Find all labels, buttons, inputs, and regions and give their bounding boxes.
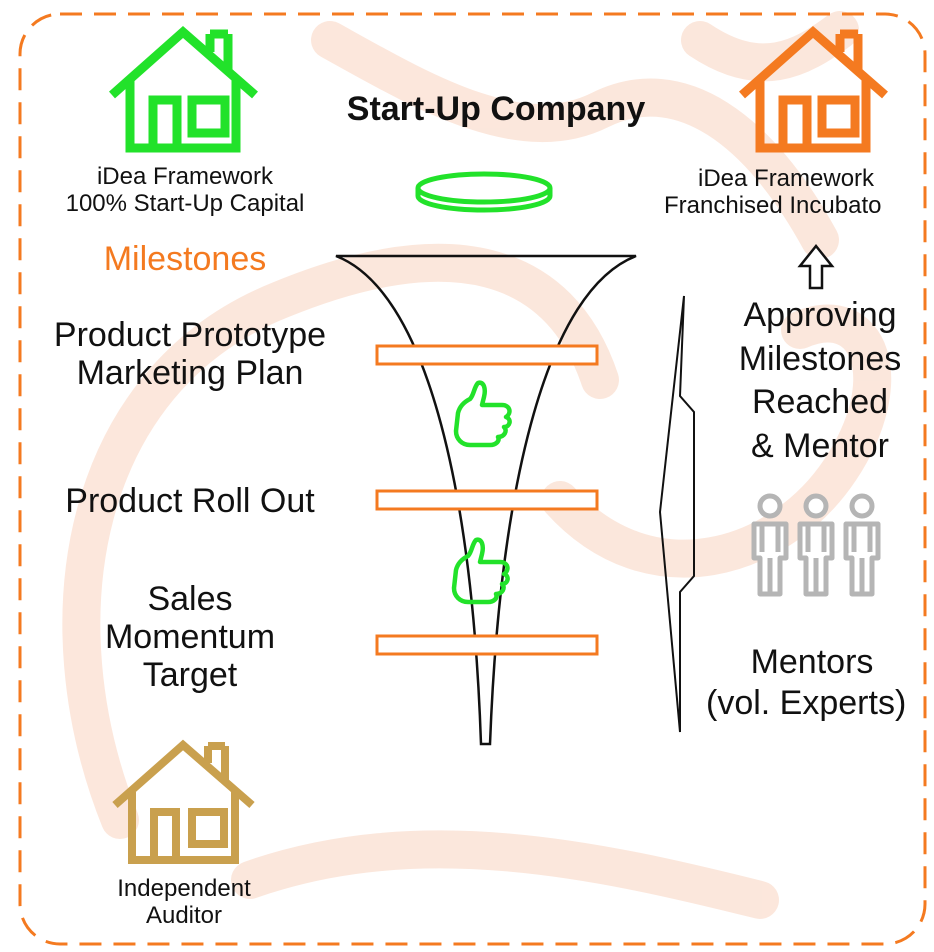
- milestones-heading: Milestones: [103, 240, 267, 278]
- milestone-bar: [375, 489, 599, 511]
- mentors-figures: [751, 493, 881, 597]
- approval-label: Approving Milestones Reached & Mentor: [706, 294, 934, 468]
- milestone-bar: [375, 634, 599, 656]
- milestone-3: Sales Momentum Target: [30, 580, 350, 694]
- milestone-bar: [375, 344, 599, 366]
- mentors-label: Mentors (vol. Experts): [690, 642, 934, 725]
- mentors-line2: (vol. Experts): [706, 684, 907, 723]
- bottom-house-label: Independent Auditor: [84, 875, 284, 930]
- right-house-label: iDea Framework Franchised Incubato: [664, 165, 934, 220]
- milestone-1-line1: Product Prototype: [53, 316, 327, 354]
- thumbs-up-icon: [451, 537, 510, 605]
- right-house-line1: iDea Framework: [698, 165, 875, 192]
- left-house-line2: 100% Start-Up Capital: [65, 189, 305, 217]
- milestone-3-line1: Sales: [147, 580, 233, 618]
- milestone-bars: [375, 344, 599, 656]
- house-icon: [109, 26, 258, 153]
- house-icon: [112, 739, 255, 864]
- approval-line3: Reached: [751, 383, 889, 422]
- milestone-3-line3: Target: [142, 656, 238, 695]
- approval-line2: Milestones: [738, 339, 902, 378]
- funnel-icon: [335, 254, 637, 746]
- milestone-3-line2: Momentum: [104, 618, 276, 657]
- arrow-up-icon: [797, 243, 835, 290]
- mentors-line1: Mentors: [750, 643, 874, 681]
- bottom-house-line2: Auditor: [145, 901, 223, 929]
- brace-icon: [658, 295, 695, 733]
- person-icon: [751, 493, 789, 597]
- milestone-2: Product Roll Out: [65, 482, 315, 520]
- approval-line1: Approving: [743, 296, 897, 334]
- house-icon: [739, 26, 888, 153]
- person-icon: [843, 493, 881, 597]
- milestone-1-line2: Marketing Plan: [76, 354, 304, 393]
- thumbs-up-icon: [453, 380, 512, 448]
- approval-line4: & Mentor: [751, 426, 889, 465]
- coin-icon: [415, 171, 553, 213]
- left-house-line1: iDea Framework: [96, 163, 274, 190]
- right-house-line2: Franchised Incubato: [664, 191, 882, 219]
- diagram-title: Start-Up Company: [346, 90, 646, 128]
- bottom-house-line1: Independent: [117, 875, 251, 902]
- person-icon: [797, 493, 835, 597]
- dashed-border: [18, 12, 927, 946]
- left-house-label: iDea Framework 100% Start-Up Capital: [20, 163, 350, 218]
- milestone-1: Product Prototype Marketing Plan: [10, 316, 370, 392]
